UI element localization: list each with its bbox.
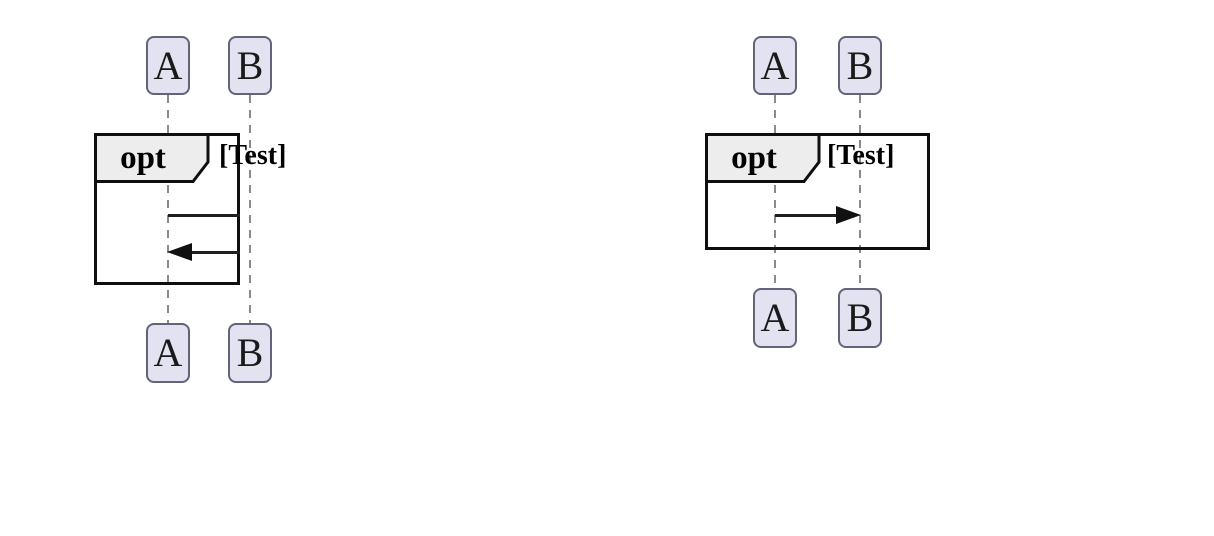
fragment-header-pentagon (94, 133, 210, 183)
participant-bottom-b: B (838, 288, 882, 348)
arrowhead-left-icon (167, 243, 192, 261)
fragment-guard-label: [Test] (219, 140, 287, 171)
participant-bottom-a: A (753, 288, 797, 348)
lifeline-a (774, 95, 776, 288)
participant-top-a: A (146, 36, 190, 95)
participant-label: B (846, 42, 874, 88)
participant-bottom-b: B (228, 323, 272, 383)
fragment-operator-label: opt (731, 140, 777, 176)
lifeline-b (859, 95, 861, 288)
participant-label: A (153, 42, 183, 88)
participant-top-b: B (228, 36, 272, 95)
message-line-return (190, 251, 240, 254)
message-line (775, 214, 836, 217)
participant-label: A (153, 330, 183, 375)
participant-label: A (760, 295, 790, 340)
participant-label: A (760, 42, 790, 88)
fragment-guard-label: [Test] (827, 140, 895, 171)
lifeline-a (167, 95, 169, 323)
message-line-out-clipped (168, 214, 240, 217)
participant-top-a: A (753, 36, 797, 95)
lifeline-b (249, 95, 251, 323)
arrowhead-right-icon (836, 206, 861, 224)
participant-label: B (236, 330, 264, 375)
participant-label: B (236, 42, 264, 88)
fragment-operator-label: opt (120, 140, 166, 176)
participant-top-b: B (838, 36, 882, 95)
fragment-header-pentagon (705, 133, 821, 183)
participant-bottom-a: A (146, 323, 190, 383)
participant-label: B (846, 295, 874, 340)
